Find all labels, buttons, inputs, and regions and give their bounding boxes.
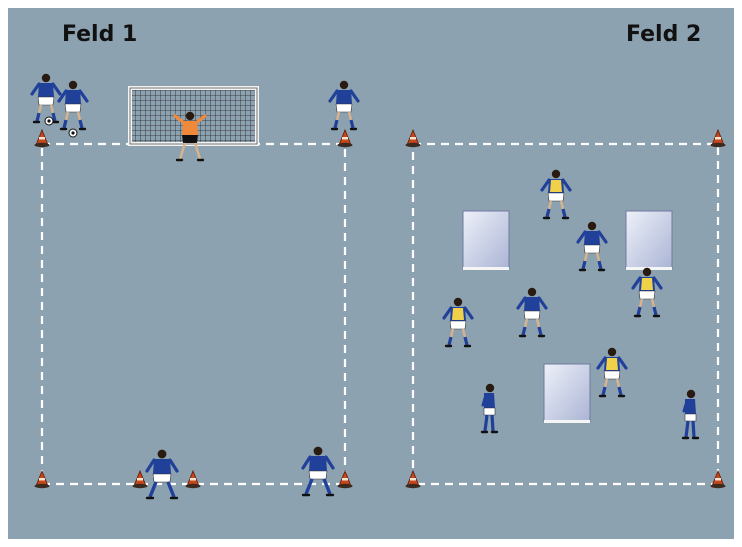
ball: [69, 129, 77, 137]
mini-goal: [626, 211, 672, 270]
pitch-background: [8, 8, 734, 539]
field-1-label: Feld 1: [62, 22, 137, 47]
mini-goal: [463, 211, 509, 270]
field-2-label: Feld 2: [626, 22, 701, 47]
ball: [45, 117, 53, 125]
mini-goal: [544, 364, 590, 423]
